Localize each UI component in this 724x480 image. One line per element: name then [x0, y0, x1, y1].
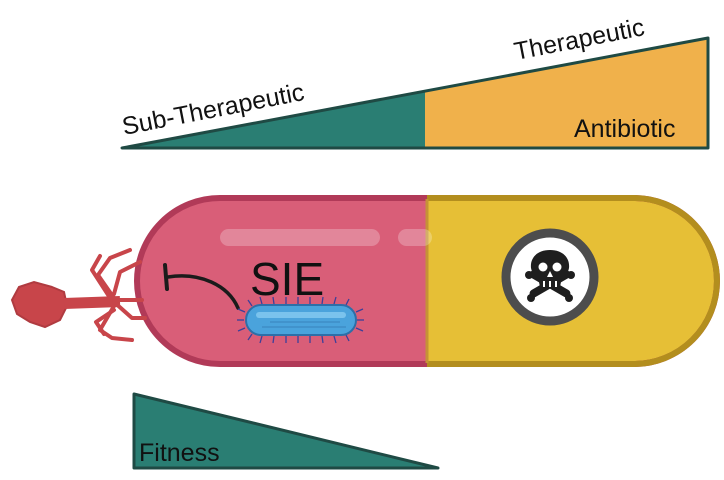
capsule-outline-right	[427, 195, 720, 367]
bacteriophage-icon	[10, 248, 147, 342]
capsule	[134, 195, 720, 367]
concentration-wedge	[120, 36, 710, 150]
fitness-label: Fitness	[139, 439, 220, 467]
capsule-highlight-dot	[398, 229, 432, 246]
skull-crossbones-icon	[501, 228, 599, 326]
fitness-wedge	[132, 392, 440, 470]
sie-label: SIE	[250, 253, 324, 305]
therapeutic-wedge	[425, 38, 708, 148]
capsule-highlight	[220, 229, 380, 246]
bacterium-icon	[237, 296, 364, 344]
inhibition-arrow-icon	[163, 263, 240, 310]
wedge-outline	[120, 36, 710, 150]
capsule-left-half	[137, 198, 427, 364]
antibiotic-label: Antibiotic	[574, 115, 675, 143]
